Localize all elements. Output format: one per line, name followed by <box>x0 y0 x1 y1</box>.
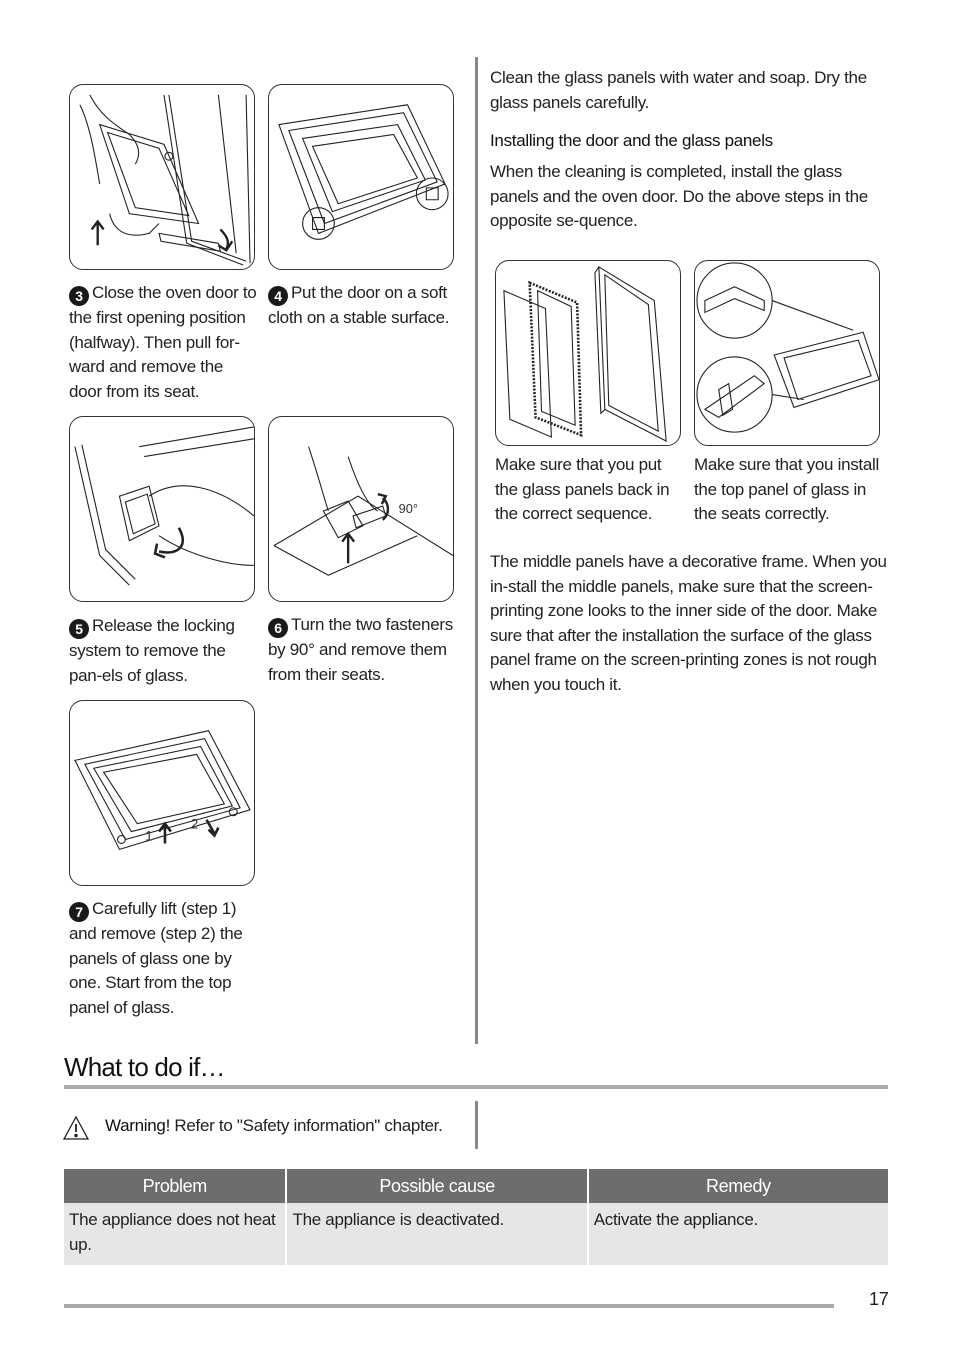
table-row: The appliance does not heat up. The appl… <box>64 1203 888 1265</box>
page-number: 17 <box>869 1289 889 1309</box>
step-number-badge: 6 <box>268 618 288 638</box>
step-number-badge: 7 <box>69 902 89 922</box>
caption-top-panel: Make sure that you install the top panel… <box>694 455 879 523</box>
troubleshooting-table: Problem Possible cause Remedy The applia… <box>62 1169 890 1265</box>
header-problem: Problem <box>64 1169 286 1203</box>
warning-text: Refer to "Safety information" chapter. <box>170 1116 443 1135</box>
step-text: Release the locking system to remove the… <box>69 616 235 685</box>
step-text: Carefully lift (step 1) and remove (step… <box>69 899 243 1017</box>
header-cause: Possible cause <box>287 1169 587 1203</box>
table-header-row: Problem Possible cause Remedy <box>64 1169 888 1203</box>
step-1-label: 1 <box>145 827 153 843</box>
cleaning-intro: Clean the glass panels with water and so… <box>490 68 867 112</box>
warning-icon <box>62 1114 90 1147</box>
figure-door-on-cloth <box>268 84 454 270</box>
column-divider <box>475 57 478 1044</box>
figure-remove-door <box>69 84 255 270</box>
step-text: Close the oven door to the first opening… <box>69 283 257 401</box>
step-text: Turn the two fasteners by 90° and remove… <box>268 615 453 684</box>
header-remedy: Remedy <box>588 1169 888 1203</box>
figure-release-lock <box>69 416 255 602</box>
install-text: When the cleaning is completed, install … <box>490 162 868 230</box>
caption-glass-sequence: Make sure that you put the glass panels … <box>495 455 670 523</box>
figure-glass-sequence <box>495 260 681 446</box>
step-2-label: 2 <box>191 816 199 832</box>
step-number-badge: 3 <box>69 286 89 306</box>
install-subheading: Installing the door and the glass panels <box>490 131 773 150</box>
warning-label: Warning! <box>105 1116 170 1135</box>
footer-rule <box>64 1304 834 1308</box>
step-text: Put the door on a soft cloth on a stable… <box>268 283 450 327</box>
step-number-badge: 5 <box>69 619 89 639</box>
step-number-badge: 4 <box>268 286 288 306</box>
figure-turn-fasteners: 90° <box>268 416 454 602</box>
section-title: What to do if… <box>64 1052 226 1082</box>
warning-note: Warning! Refer to "Safety information" c… <box>105 1114 475 1139</box>
figure-top-panel-seats <box>694 260 880 446</box>
angle-label: 90° <box>399 501 418 516</box>
cell-problem: The appliance does not heat up. <box>64 1203 286 1265</box>
cell-remedy: Activate the appliance. <box>588 1203 888 1265</box>
figure-lift-glass: 1 2 <box>69 700 255 886</box>
cell-cause: The appliance is deactivated. <box>287 1203 587 1265</box>
section-rule <box>64 1085 888 1089</box>
middle-panels-text: The middle panels have a decorative fram… <box>490 552 887 694</box>
warning-divider <box>475 1101 478 1149</box>
